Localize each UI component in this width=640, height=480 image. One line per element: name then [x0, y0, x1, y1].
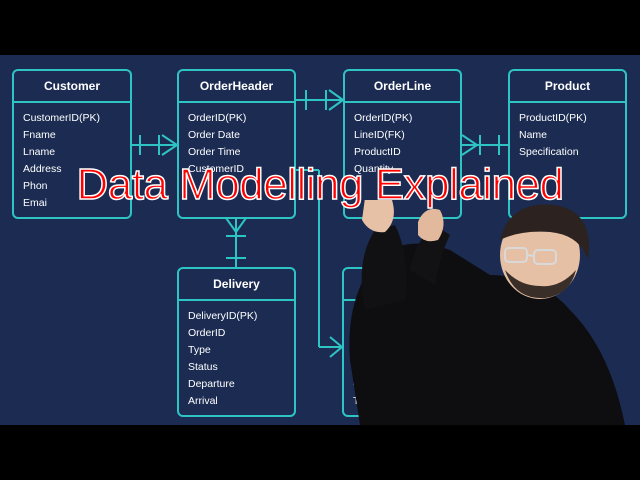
field-item: CustomerID(PK): [23, 112, 101, 124]
entity-orderheader-fields: OrderID(PK) Order Date Order Time Custom…: [179, 103, 294, 178]
field-item: Status: [188, 361, 218, 373]
field-item: LineID(FK): [354, 129, 405, 141]
entity-orderline: OrderLine OrderID(PK) LineID(FK) Product…: [343, 69, 462, 219]
field-item: Emai: [23, 197, 47, 209]
entity-delivery-title: Delivery: [179, 269, 294, 301]
field-item: DeliveryID(PK): [188, 310, 258, 322]
field-item: OrderID(PK): [188, 112, 247, 124]
orderheader-crowfoot-bottom: [161, 144, 178, 156]
field-item: OrderID: [188, 327, 226, 339]
field-item: ProductID: [354, 146, 401, 158]
field-item: OrderID(PK): [354, 112, 413, 124]
entity-orderline-title: OrderLine: [345, 71, 460, 103]
presenter-hand-left: [362, 200, 394, 233]
presenter-beard: [505, 270, 576, 299]
entity-product: Product ProductID(PK) Name Specification: [508, 69, 627, 219]
product-crowfoot-top: [461, 134, 478, 146]
delivery-crowfoot-right: [235, 217, 247, 233]
delivery-crowfoot-left: [225, 217, 237, 233]
field-item: Fname: [23, 129, 56, 141]
entity-delivery-fields: DeliveryID(PK) OrderID Type Status Depar…: [179, 301, 294, 410]
entity-customer-fields: CustomerID(PK) Fname Lname Address Phon …: [14, 103, 130, 212]
video-title-overlay: Data Modelling Explained: [76, 159, 565, 210]
field-item: Arrival: [188, 395, 218, 407]
field-item: Type: [188, 344, 211, 356]
entity-product-title: Product: [510, 71, 625, 103]
product-crowfoot-bottom: [461, 144, 478, 156]
field-item: Name: [519, 129, 548, 141]
presenter-forearm: [410, 225, 450, 285]
glasses-icon: [504, 247, 557, 265]
presenter-hair: [500, 204, 590, 260]
field-item: Order Date: [188, 129, 240, 141]
presenter-body: [349, 243, 625, 425]
orderheader-crowfoot-top: [161, 134, 178, 146]
field-item: CustomerID: [188, 163, 245, 175]
entity-orderheader: OrderHeader OrderID(PK) Order Date Order…: [177, 69, 296, 219]
entity-product-fields: ProductID(PK) Name Specification: [510, 103, 625, 161]
entity-orderline-fields: OrderID(PK) LineID(FK) ProductID Quantit…: [345, 103, 460, 178]
presenter-figure: [349, 200, 625, 425]
presenter-arm: [361, 225, 407, 310]
field-item: Specification: [519, 146, 579, 158]
field-item: Lname: [23, 146, 56, 158]
entity-delivery: Delivery DeliveryID(PK) OrderID Type Sta…: [177, 267, 296, 417]
orderline-crowfoot-bottom: [328, 99, 344, 111]
entity-customer-title: Customer: [14, 71, 130, 103]
field-item: Order Time: [188, 146, 241, 158]
orderline-crowfoot-top: [328, 89, 344, 101]
entity-customer: Customer CustomerID(PK) Fname Lname Addr…: [12, 69, 132, 219]
field-item: Address: [23, 163, 62, 175]
entity-orderheader-title: OrderHeader: [179, 71, 294, 103]
field-item: Quantity: [354, 163, 394, 175]
field-item: Departure: [188, 378, 235, 390]
presenter-hand-right: [418, 208, 444, 242]
field-item: Phon: [23, 180, 48, 192]
field-item: ProductID(PK): [519, 112, 587, 124]
